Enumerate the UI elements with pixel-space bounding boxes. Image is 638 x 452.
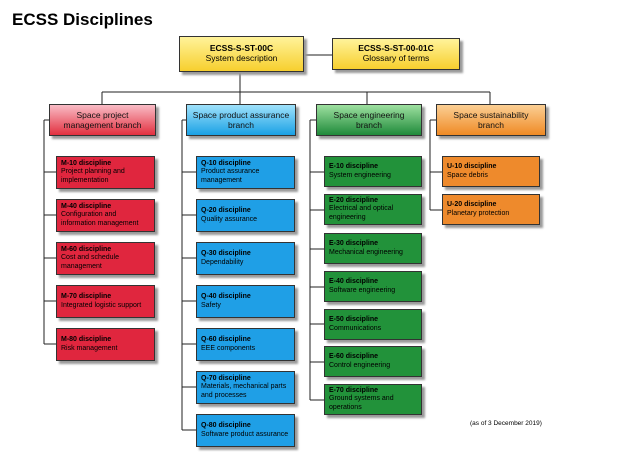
discipline-code: Q-70 discipline [201,374,251,382]
discipline-code: Q-80 discipline [201,422,251,430]
branch-engineering: Space engineering branch [316,104,422,136]
date-note: (as of 3 December 2019) [470,420,542,427]
discipline-desc: Configuration and information management [61,211,139,227]
page-title: ECSS Disciplines [12,10,153,29]
discipline-code: Q-20 discipline [201,207,251,215]
discipline-desc: Project planning and implementation [61,168,125,184]
discipline-desc: Dependability [201,258,244,266]
branch-product-assurance-label: Space product assurance branch [192,109,290,130]
system-description-box: ECSS-S-ST-00C System description [179,36,304,72]
discipline-e10: E-10 discipline System engineering [324,156,422,187]
discipline-e50: E-50 discipline Communications [324,309,422,340]
glossary-desc: Glossary of terms [362,53,430,63]
glossary-box: ECSS-S-ST-00-01C Glossary of terms [332,38,460,70]
discipline-e60: E-60 discipline Control engineering [324,346,422,377]
discipline-code: M-10 discipline [61,159,112,167]
discipline-desc: Space debris [447,171,488,179]
discipline-q80: Q-80 discipline Software product assuran… [196,414,295,447]
discipline-desc: Software product assurance [201,430,289,438]
discipline-q40: Q-40 discipline Safety [196,285,295,318]
discipline-code: E-30 discipline [329,240,379,248]
discipline-q20: Q-20 discipline Quality assurance [196,199,295,232]
discipline-desc: Integrated logistic support [61,301,142,309]
discipline-q10: Q-10 discipline Product assurance manage… [196,156,295,189]
branch-engineering-label: Space engineering branch [333,109,405,130]
discipline-desc: Safety [201,301,221,309]
discipline-m40: M-40 discipline Configuration and inform… [56,199,155,232]
discipline-desc: Software engineering [329,286,396,294]
discipline-m10: M-10 discipline Project planning and imp… [56,156,155,189]
discipline-e40: E-40 discipline Software engineering [324,271,422,302]
glossary-code: ECSS-S-ST-00-01C [358,43,434,54]
discipline-code: Q-10 discipline [201,159,251,167]
discipline-code: Q-30 discipline [201,250,251,258]
discipline-code: E-60 discipline [329,353,379,361]
discipline-desc: Communications [329,324,382,332]
discipline-q70: Q-70 discipline Materials, mechanical pa… [196,371,295,404]
branch-product-assurance: Space product assurance branch [186,104,296,136]
discipline-q60: Q-60 discipline EEE components [196,328,295,361]
discipline-code: Q-40 discipline [201,293,251,301]
discipline-code: E-10 discipline [329,163,379,171]
branch-management: Space project management branch [49,104,156,136]
discipline-u20: U-20 discipline Planetary protection [442,194,540,225]
discipline-code: E-50 discipline [329,316,379,324]
discipline-e70: E-70 discipline Ground systems and opera… [324,384,422,415]
discipline-e20: E-20 discipline Electrical and optical e… [324,194,422,225]
discipline-desc: Materials, mechanical parts and processe… [201,383,287,399]
discipline-e30: E-30 discipline Mechanical engineering [324,233,422,264]
system-code: ECSS-S-ST-00C [209,43,274,54]
discipline-m70: M-70 discipline Integrated logistic supp… [56,285,155,318]
discipline-code: M-60 discipline [61,245,112,253]
discipline-code: Q-60 discipline [201,336,251,344]
discipline-desc: EEE components [201,344,256,352]
branch-management-label: Space project management branch [63,109,142,130]
discipline-u10: U-10 discipline Space debris [442,156,540,187]
discipline-code: U-20 discipline [447,201,497,209]
discipline-code: E-70 discipline [329,386,379,394]
discipline-desc: Planetary protection [447,209,510,217]
discipline-desc: Control engineering [329,361,391,369]
discipline-code: E-20 discipline [329,196,379,204]
discipline-q30: Q-30 discipline Dependability [196,242,295,275]
discipline-code: E-40 discipline [329,278,379,286]
discipline-desc: System engineering [329,171,391,179]
discipline-m80: M-80 discipline Risk management [56,328,155,361]
discipline-desc: Quality assurance [201,215,258,223]
system-desc: System description [205,53,278,63]
branch-sustainability-label: Space sustainability branch [453,109,529,130]
discipline-m60: M-60 discipline Cost and schedule manage… [56,242,155,275]
discipline-desc: Cost and schedule management [61,254,119,270]
discipline-desc: Electrical and optical engineering [329,205,394,221]
branch-sustainability: Space sustainability branch [436,104,546,136]
discipline-desc: Risk management [61,344,118,352]
discipline-desc: Ground systems and operations [329,395,394,411]
discipline-code: U-10 discipline [447,163,497,171]
discipline-desc: Mechanical engineering [329,248,403,256]
discipline-code: M-70 discipline [61,293,112,301]
discipline-code: M-80 discipline [61,336,112,344]
discipline-code: M-40 discipline [61,202,112,210]
discipline-desc: Product assurance management [201,168,260,184]
